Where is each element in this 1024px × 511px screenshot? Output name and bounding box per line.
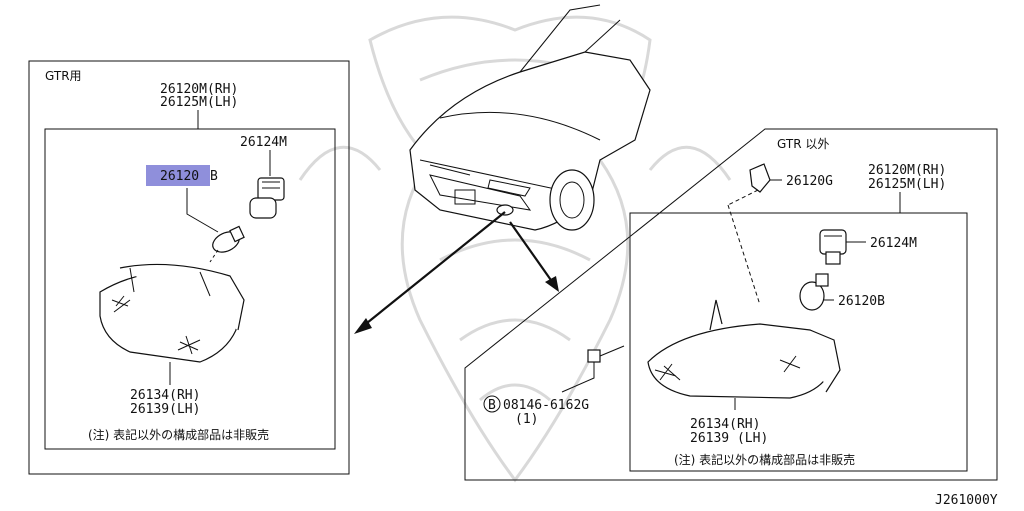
- gtr-bulb-part: [209, 225, 245, 263]
- gtr-bulb-highlight: [146, 165, 210, 186]
- gtr-inner-box: [44, 128, 336, 450]
- non-gtr-assembly-lh-label: 26125M(LH): [868, 177, 946, 192]
- non-gtr-lens-lh-label: 26139 (LH): [690, 431, 768, 446]
- gtr-box-title: GTR用: [45, 69, 82, 83]
- non-gtr-bolt-part: [587, 345, 625, 363]
- diagram-code: J261000Y: [935, 493, 998, 508]
- car-illustration: [409, 4, 651, 231]
- gtr-socket-part: [249, 177, 285, 219]
- gtr-lens-lh-label: 26139(LH): [130, 402, 200, 417]
- gtr-socket-label: 26124M: [240, 135, 287, 150]
- gtr-lens-rh-label: 26134(RH): [130, 388, 200, 403]
- gtr-bulb-suffix: B: [210, 169, 218, 184]
- non-gtr-lens-rh-label: 26134(RH): [690, 417, 760, 432]
- non-gtr-socket-part: [819, 229, 847, 265]
- non-gtr-fog-lamp-part: [647, 299, 841, 399]
- gtr-fog-lamp-part: [99, 263, 245, 363]
- non-gtr-outer-box: [464, 128, 998, 481]
- non-gtr-bulb-part: [799, 273, 829, 311]
- non-gtr-bulb-label: 26120B: [838, 294, 885, 309]
- non-gtr-clip-part: [749, 163, 771, 193]
- gtr-bulb-label: 26120: [160, 169, 199, 184]
- arrow-to-gtr: [361, 211, 506, 328]
- gtr-note: (注) 表記以外の構成部品は非販売: [88, 427, 269, 442]
- arrow-to-non-gtr: [509, 221, 554, 284]
- non-gtr-inner-box: [629, 212, 968, 472]
- gtr-assembly-rh-label: 26120M(RH): [160, 82, 238, 97]
- non-gtr-socket-label: 26124M: [870, 236, 917, 251]
- non-gtr-box-title: GTR 以外: [777, 137, 829, 151]
- non-gtr-clip-label: 26120G: [786, 174, 833, 189]
- non-gtr-note: (注) 表記以外の構成部品は非販売: [674, 452, 855, 467]
- bolt-marker: B: [488, 398, 496, 413]
- gtr-outer-box: [28, 60, 350, 475]
- bolt-marker-circle: [483, 395, 501, 413]
- non-gtr-assembly-rh-label: 26120M(RH): [868, 163, 946, 178]
- bolt-label: 08146-6162G: [503, 398, 589, 413]
- bolt-qty: (1): [515, 412, 538, 427]
- gtr-assembly-lh-label: 26125M(LH): [160, 95, 238, 110]
